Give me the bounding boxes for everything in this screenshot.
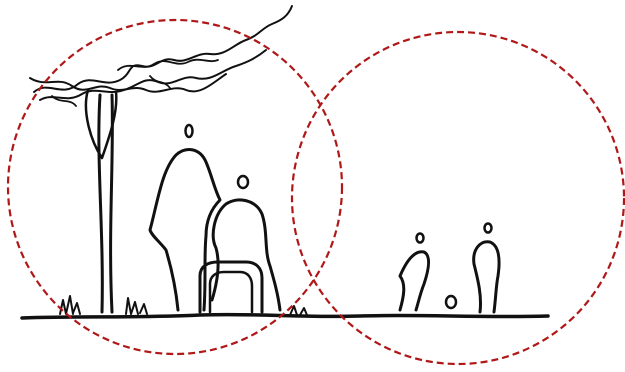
- adult-figure-icon: [474, 224, 499, 313]
- child-figure-icon: [212, 176, 280, 310]
- seat-icon: [200, 262, 262, 312]
- grass-tuft: [290, 306, 307, 315]
- grass-tuft: [126, 298, 147, 314]
- tree-icon: [30, 6, 292, 312]
- ground-line: [22, 315, 548, 318]
- ball-icon: [446, 296, 456, 308]
- adult-figure-icon: [400, 234, 429, 311]
- grass-tuft: [60, 296, 80, 314]
